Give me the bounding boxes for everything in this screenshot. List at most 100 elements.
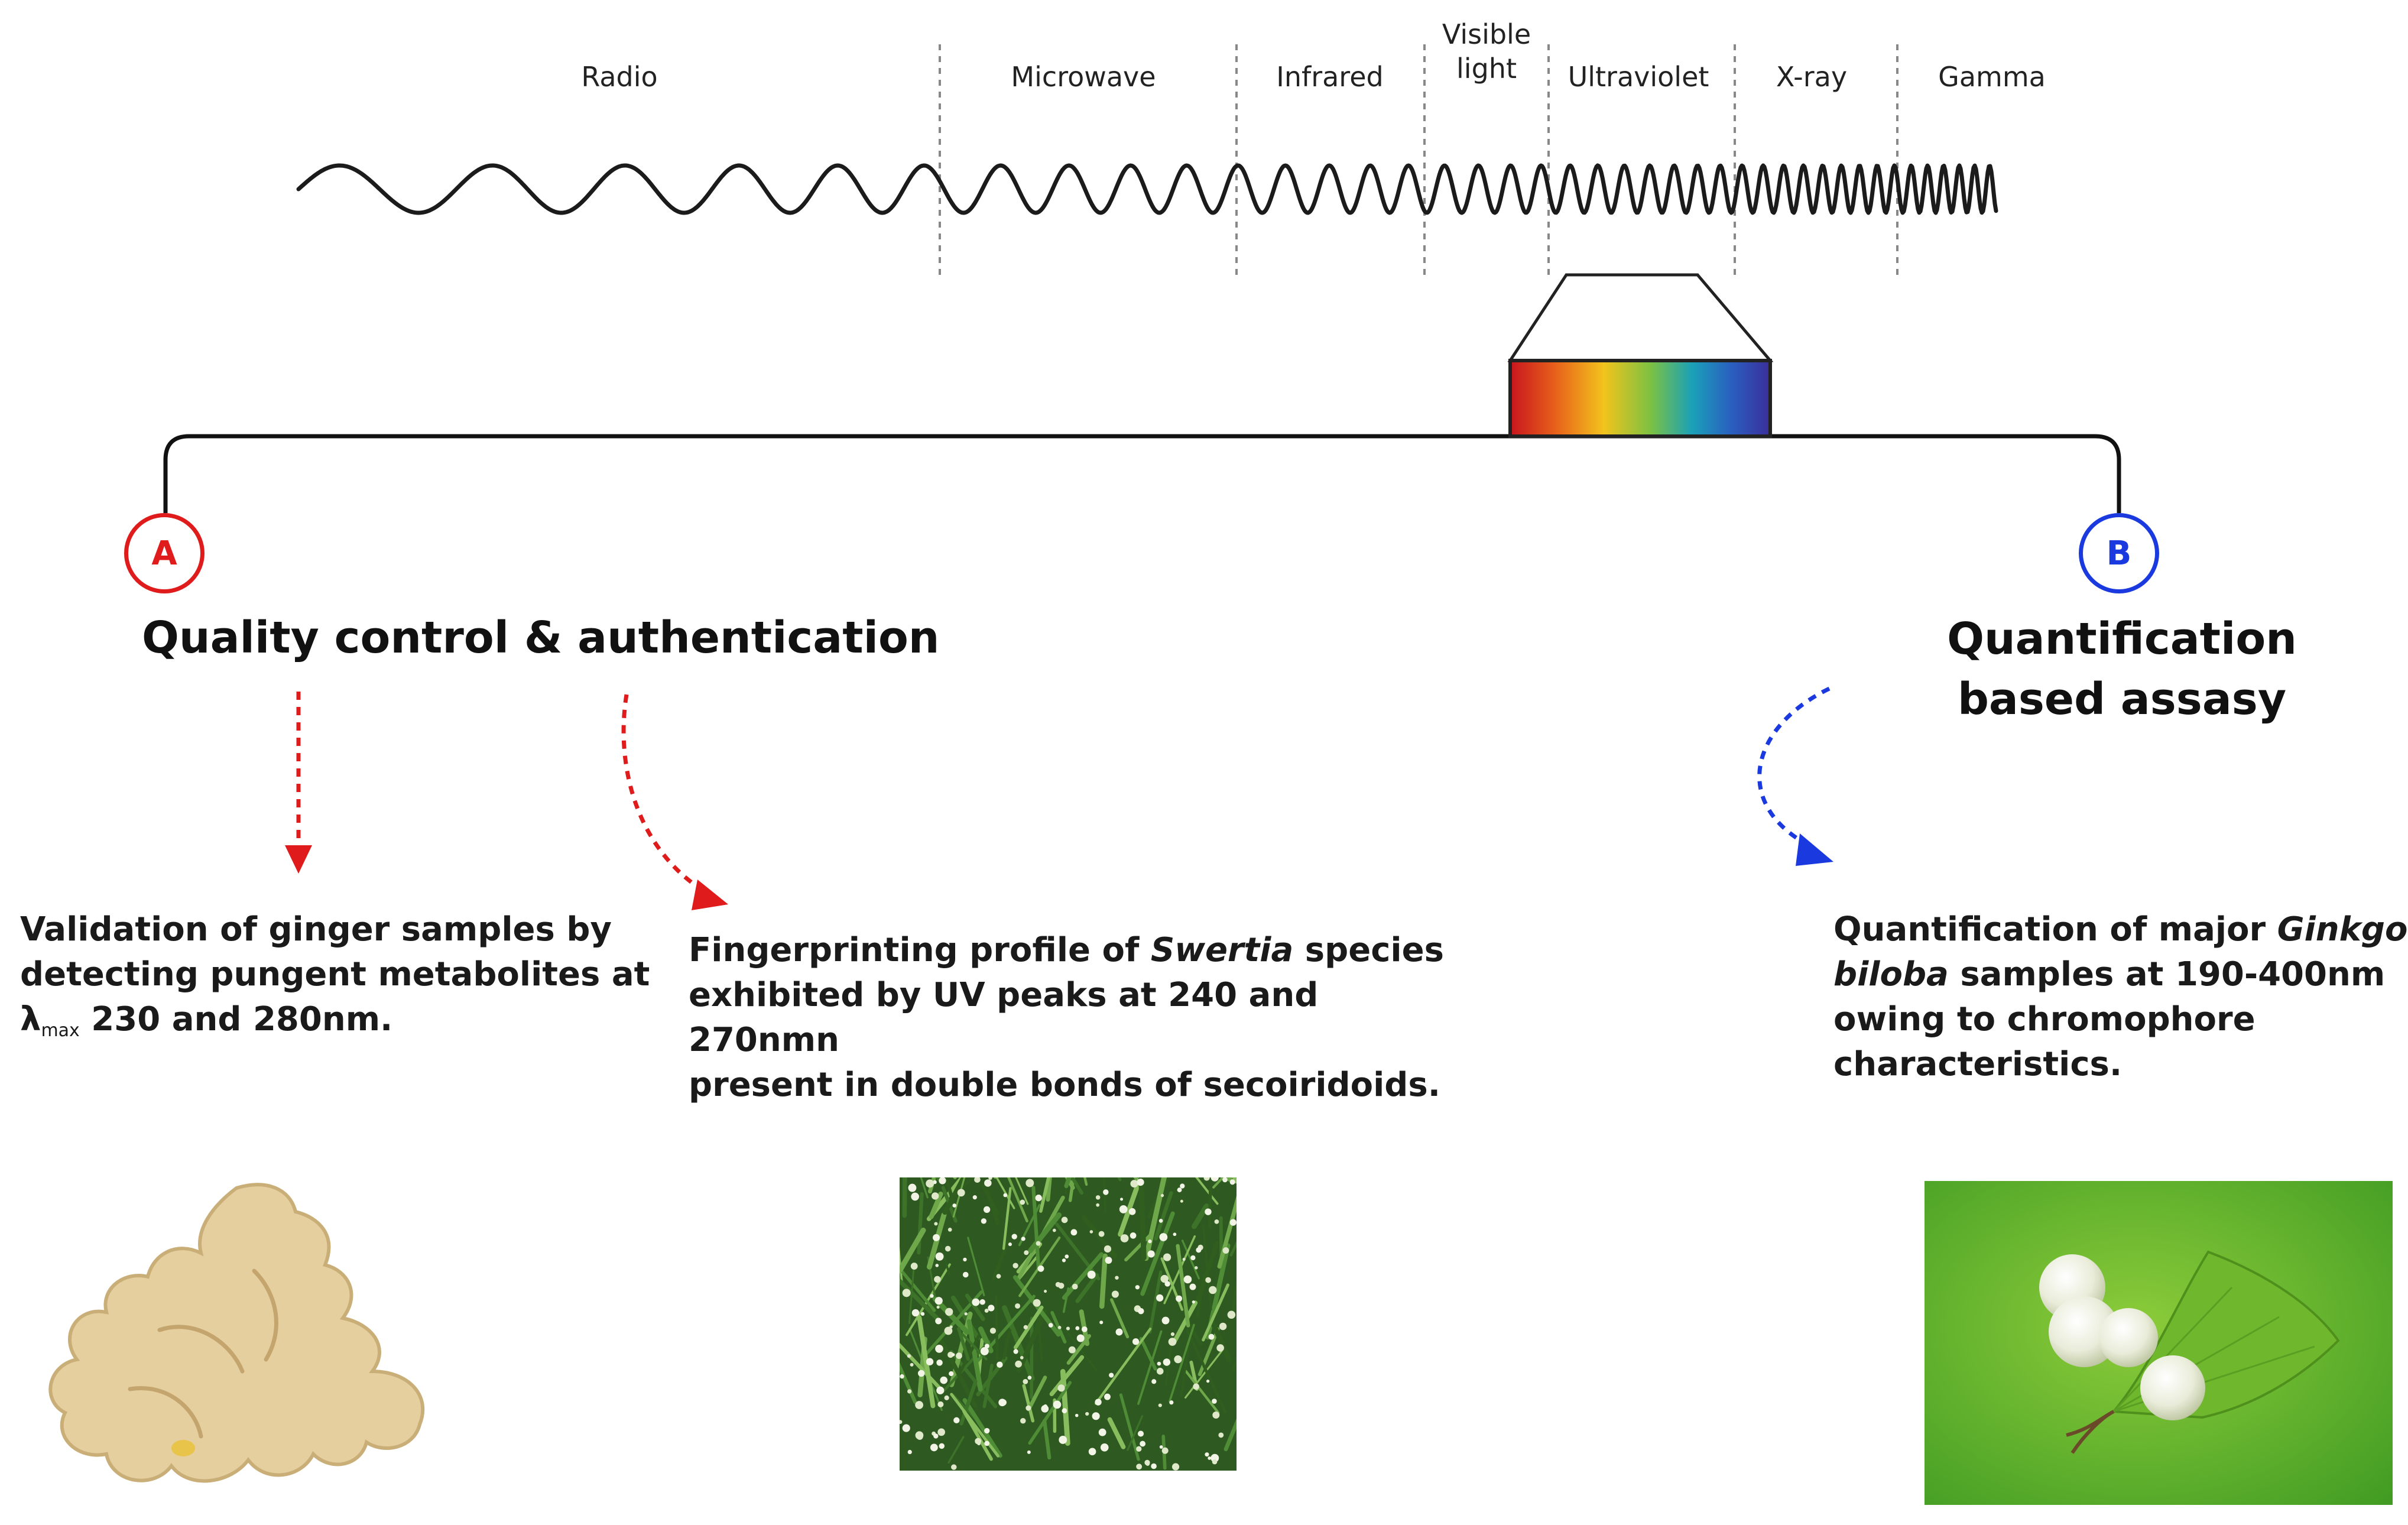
arrowhead xyxy=(285,845,312,874)
grass-blade xyxy=(1031,1186,1041,1271)
flower-dot xyxy=(1095,1195,1101,1200)
flower-dot xyxy=(1052,1228,1056,1232)
flower-dot xyxy=(984,1440,990,1446)
flower-dot xyxy=(988,1305,995,1312)
flower-dot xyxy=(972,1195,977,1200)
ginger-illustration xyxy=(48,1183,425,1483)
flower-dot xyxy=(910,1263,918,1270)
ginkgo-berry xyxy=(2140,1355,2205,1420)
flower-dot xyxy=(989,1328,997,1334)
grass-blade xyxy=(994,1295,999,1361)
flower-dot xyxy=(964,1312,968,1316)
flower-dot xyxy=(975,1438,982,1445)
grass-blade xyxy=(1140,1211,1175,1296)
grass-blade xyxy=(982,1364,994,1409)
ginkgo-berry xyxy=(2099,1308,2158,1367)
flower-dot xyxy=(1072,1283,1078,1290)
flower-dot xyxy=(1062,1258,1066,1263)
flower-dot xyxy=(1208,1333,1215,1340)
grass-blade xyxy=(1176,1244,1190,1328)
flower-dot xyxy=(1011,1234,1017,1240)
flower-dot xyxy=(1021,1237,1025,1241)
grass-blade xyxy=(1060,1369,1070,1446)
branch-a-heading: Quality control & authentication xyxy=(142,612,940,663)
flower-dot xyxy=(1066,1326,1070,1331)
flower-dot xyxy=(1025,1179,1034,1187)
flower-dot xyxy=(1013,1349,1018,1354)
flower-dot xyxy=(944,1326,953,1335)
flower-dot xyxy=(1151,1463,1157,1469)
grass-blade xyxy=(1127,1415,1144,1451)
flower-dot xyxy=(963,1257,967,1262)
flower-dot xyxy=(1183,1275,1192,1284)
flower-dot xyxy=(1132,1338,1140,1345)
grass-blade xyxy=(962,1398,1002,1458)
flower-dot xyxy=(1147,1250,1155,1258)
flower-dot xyxy=(998,1399,1007,1407)
flower-dot xyxy=(984,1179,992,1187)
flower-dot xyxy=(980,1347,989,1355)
ginkgo-stems xyxy=(2066,1410,2115,1454)
grass-blade xyxy=(992,1239,1010,1281)
flower-dot xyxy=(1035,1195,1042,1202)
grass-blade xyxy=(1027,1212,1062,1254)
grass-blade xyxy=(962,1409,993,1461)
flower-dot xyxy=(1163,1358,1171,1366)
flower-dot xyxy=(1229,1219,1237,1226)
flower-dot xyxy=(1043,1404,1047,1409)
flower-dot xyxy=(1025,1405,1031,1411)
flower-dot xyxy=(926,1179,934,1188)
flower-dot xyxy=(957,1189,965,1197)
flower-dot xyxy=(1164,1281,1170,1287)
grass-blade xyxy=(1015,1177,1029,1205)
grass-blade xyxy=(908,1267,915,1325)
flower-dot xyxy=(1163,1253,1171,1261)
flower-dot xyxy=(933,1433,939,1439)
flower-dot xyxy=(900,1374,904,1379)
flower-dot xyxy=(1169,1400,1174,1405)
grass-blade xyxy=(947,1436,965,1464)
swertia-species-name: Swertia xyxy=(1150,931,1294,969)
grass-blade xyxy=(917,1192,924,1255)
flower-dot xyxy=(940,1376,948,1384)
grass-blade xyxy=(1027,1375,1047,1412)
flower-dot xyxy=(1158,1403,1162,1407)
flower-dot xyxy=(1189,1283,1196,1290)
flower-dot xyxy=(937,1428,945,1436)
flower-dot xyxy=(1136,1464,1143,1470)
flower-dot xyxy=(1008,1242,1012,1247)
swertia-description-line: exhibited by UV peaks at 240 and 270nmn xyxy=(689,976,1319,1060)
band-label-ultraviolet: Ultraviolet xyxy=(1568,61,1709,93)
flower-dot xyxy=(1103,1189,1109,1195)
ginkgo-photo xyxy=(1925,1181,2393,1505)
ginkgo-species-name: biloba xyxy=(1833,955,1949,994)
grass-blade xyxy=(1007,1177,1028,1222)
ginger-description-line: Validation of ginger samples by xyxy=(20,910,612,949)
grass-blade xyxy=(950,1295,981,1341)
flower-dot xyxy=(1160,1274,1169,1283)
grass-blade xyxy=(902,1177,907,1218)
grass-blade xyxy=(1039,1177,1050,1213)
flower-dot xyxy=(911,1192,919,1201)
flower-dot xyxy=(1211,1177,1219,1182)
flower-dot xyxy=(1070,1229,1078,1236)
flower-dot xyxy=(952,1353,955,1357)
grass-blade xyxy=(1037,1317,1043,1361)
flower-dot xyxy=(1023,1325,1028,1330)
flower-dot xyxy=(1130,1232,1137,1239)
flower-dot xyxy=(1020,1356,1024,1359)
flower-dot xyxy=(1036,1241,1041,1246)
flower-dot xyxy=(1203,1177,1210,1181)
flower-dot xyxy=(1159,1233,1168,1241)
grass-blade xyxy=(957,1326,970,1361)
flower-dot xyxy=(1216,1344,1224,1352)
flower-dot xyxy=(1214,1219,1219,1224)
grass-blade xyxy=(1197,1327,1220,1377)
flower-dot xyxy=(1222,1247,1229,1254)
flower-dot xyxy=(911,1309,920,1317)
flower-dot xyxy=(1170,1332,1175,1336)
flower-dot xyxy=(1012,1263,1018,1268)
flower-dot xyxy=(1136,1446,1142,1452)
grass-blade xyxy=(1099,1253,1108,1309)
grass-blade xyxy=(1137,1330,1163,1405)
